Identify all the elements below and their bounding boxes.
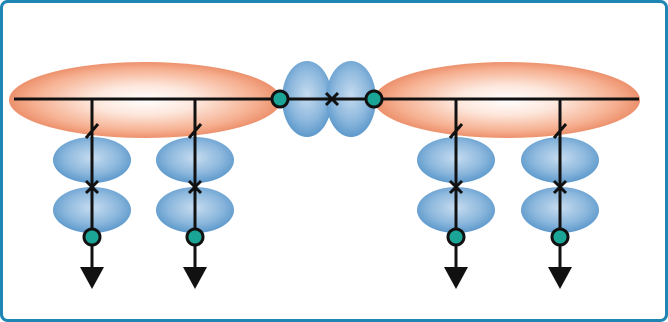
arrow-down-icon: [80, 267, 104, 289]
cross-mark-icon: [324, 91, 340, 107]
slash-mark-icon: [84, 123, 100, 139]
green-node-icon: [446, 227, 466, 247]
cross-mark-icon: [448, 179, 464, 195]
green-node-icon: [270, 89, 290, 109]
cross-mark-icon: [552, 179, 568, 195]
arrow-down-icon: [183, 267, 207, 289]
green-node-icon: [364, 89, 384, 109]
arrow-down-icon: [548, 267, 572, 289]
green-node-icon: [82, 227, 102, 247]
slash-mark-icon: [448, 123, 464, 139]
arrow-down-icon: [444, 267, 468, 289]
slash-mark-icon: [552, 123, 568, 139]
slash-mark-icon: [187, 123, 203, 139]
green-node-icon: [185, 227, 205, 247]
cross-mark-icon: [187, 179, 203, 195]
cross-mark-icon: [84, 179, 100, 195]
green-node-icon: [550, 227, 570, 247]
